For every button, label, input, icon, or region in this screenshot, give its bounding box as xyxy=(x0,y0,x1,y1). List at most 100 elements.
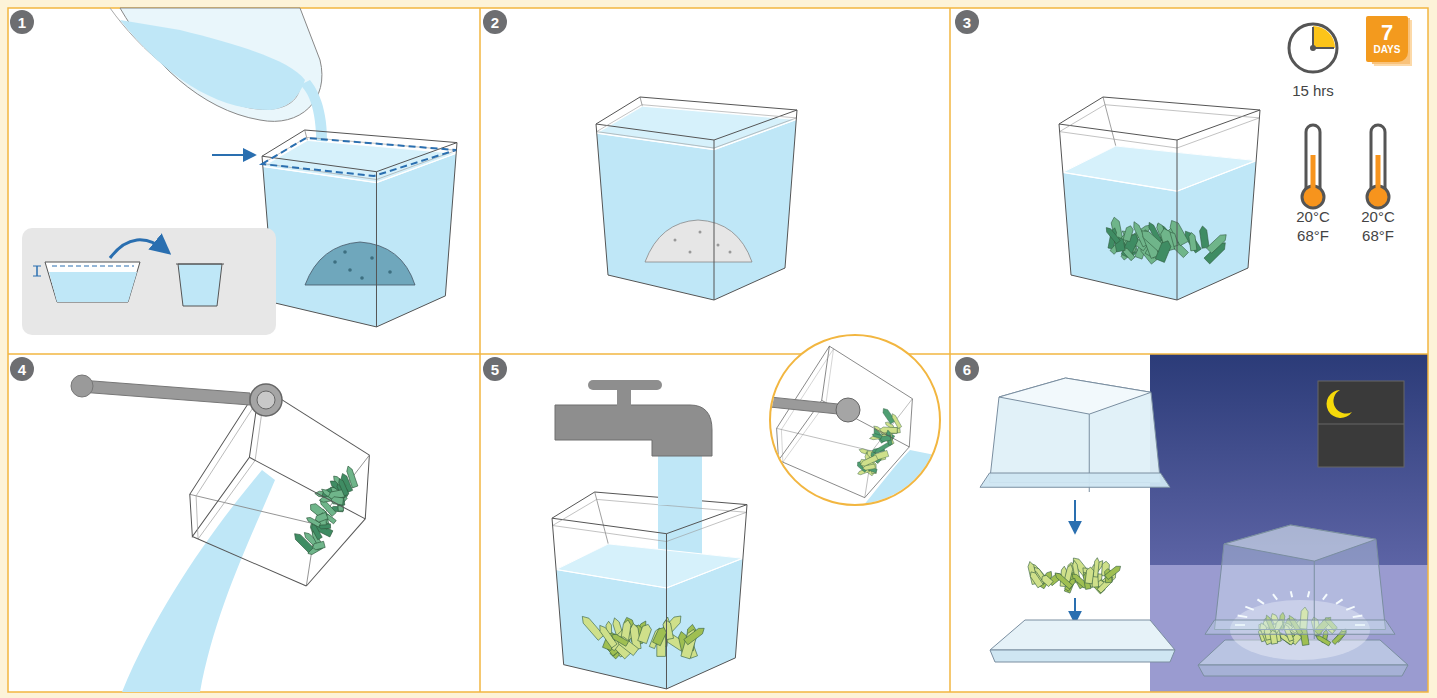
illustration-part xyxy=(770,335,940,505)
illustration-part xyxy=(689,251,692,254)
step-number-text: 5 xyxy=(491,362,499,377)
illustration-part xyxy=(1318,381,1404,467)
illustration-part xyxy=(836,398,860,422)
illustration-part xyxy=(990,378,1161,483)
illustration-part xyxy=(176,264,224,265)
illustration-part xyxy=(1105,566,1121,579)
illustration-part xyxy=(596,97,797,140)
illustration-part xyxy=(1059,124,1071,275)
illustration-part xyxy=(1313,26,1335,48)
illustration-part xyxy=(872,393,912,456)
illustration-part xyxy=(597,105,797,148)
illustration-part xyxy=(479,8,481,692)
illustration-part xyxy=(192,528,306,595)
illustration-part xyxy=(1071,275,1177,300)
illustration-part xyxy=(257,391,275,409)
illustration-part xyxy=(1155,241,1171,263)
illustration-part xyxy=(1313,47,1334,49)
illustration-part xyxy=(33,276,41,277)
step-number: 2 xyxy=(483,10,507,34)
illustration-part xyxy=(255,386,374,456)
illustration-part xyxy=(342,455,393,519)
illustration-part xyxy=(1030,572,1043,588)
illustration-part xyxy=(190,465,316,553)
panel-5-art xyxy=(552,335,940,689)
illustration-part xyxy=(865,440,910,505)
illustration-part xyxy=(608,275,714,300)
illustration-part xyxy=(173,381,282,543)
illustration-part xyxy=(887,414,905,430)
illustration-part xyxy=(666,534,667,689)
step-number-text: 6 xyxy=(963,362,971,377)
illustration-part xyxy=(638,624,652,643)
step-number-text: 1 xyxy=(18,15,26,30)
illustration-part xyxy=(1060,105,1260,148)
illustration-part xyxy=(343,250,347,254)
illustration-part xyxy=(249,457,365,519)
illustration-part xyxy=(1327,390,1352,418)
illustration-part xyxy=(120,8,322,121)
illustration-part xyxy=(612,634,629,646)
illustration-part xyxy=(779,454,865,505)
illustration-part xyxy=(8,8,1428,692)
panel-3-art xyxy=(1059,18,1412,300)
illustration-part xyxy=(658,455,702,565)
step-number: 6 xyxy=(955,357,979,381)
illustration-part xyxy=(1063,146,1256,300)
illustration-part xyxy=(305,242,415,285)
illustration-part xyxy=(555,405,712,456)
illustration-part xyxy=(564,665,667,689)
illustration-part xyxy=(1224,525,1376,561)
illustration-part xyxy=(684,628,704,645)
illustration-part xyxy=(1316,636,1331,646)
illustration-part xyxy=(71,375,93,397)
day-count: 7 xyxy=(1381,22,1393,44)
illustration-part xyxy=(1063,161,1256,192)
illustration-part xyxy=(1207,235,1227,254)
illustration-part xyxy=(1055,573,1073,589)
illustration-part xyxy=(674,239,677,242)
illustration-part xyxy=(1150,354,1428,692)
illustration-part xyxy=(552,492,747,534)
illustration-part xyxy=(250,384,282,416)
illustration-part xyxy=(1123,226,1133,242)
illustration-part xyxy=(1074,500,1076,532)
step-number-text: 4 xyxy=(18,362,26,377)
illustration-part xyxy=(1177,268,1248,300)
temperature-celsius: 20°C xyxy=(1296,208,1330,225)
illustration-part xyxy=(122,470,275,692)
step-number-text: 2 xyxy=(491,15,499,30)
illustration-part xyxy=(1310,45,1316,51)
illustration-part xyxy=(80,380,250,405)
step-number: 4 xyxy=(10,357,34,381)
illustration-part xyxy=(212,154,254,156)
illustration-part xyxy=(330,493,346,508)
illustration-part xyxy=(990,650,1175,662)
illustration-part xyxy=(1248,110,1260,268)
illustration-part xyxy=(666,658,735,689)
illustration-part xyxy=(1085,567,1094,584)
step-number: 5 xyxy=(483,357,507,381)
illustration-part xyxy=(1289,24,1337,72)
illustration-part xyxy=(376,296,445,327)
illustration-part xyxy=(360,276,364,280)
illustration-part xyxy=(980,473,1170,487)
temperature-fahrenheit: 68°F xyxy=(1362,227,1394,244)
illustration-part xyxy=(110,240,168,258)
illustration-part xyxy=(556,544,743,588)
illustration-part xyxy=(49,272,137,302)
illustration-part xyxy=(714,268,785,300)
illustration-part xyxy=(597,106,797,300)
illustration-part xyxy=(850,450,935,520)
illustration-part xyxy=(314,509,330,525)
illustration-part xyxy=(1200,226,1210,248)
illustration-part xyxy=(263,140,456,327)
illustration-part xyxy=(596,124,608,275)
illustration-part xyxy=(553,499,747,541)
illustration-part xyxy=(1198,665,1408,676)
illustration-part xyxy=(645,220,752,262)
illustration-part xyxy=(1306,125,1320,195)
illustration-part xyxy=(333,479,353,498)
illustration-part xyxy=(120,20,305,110)
